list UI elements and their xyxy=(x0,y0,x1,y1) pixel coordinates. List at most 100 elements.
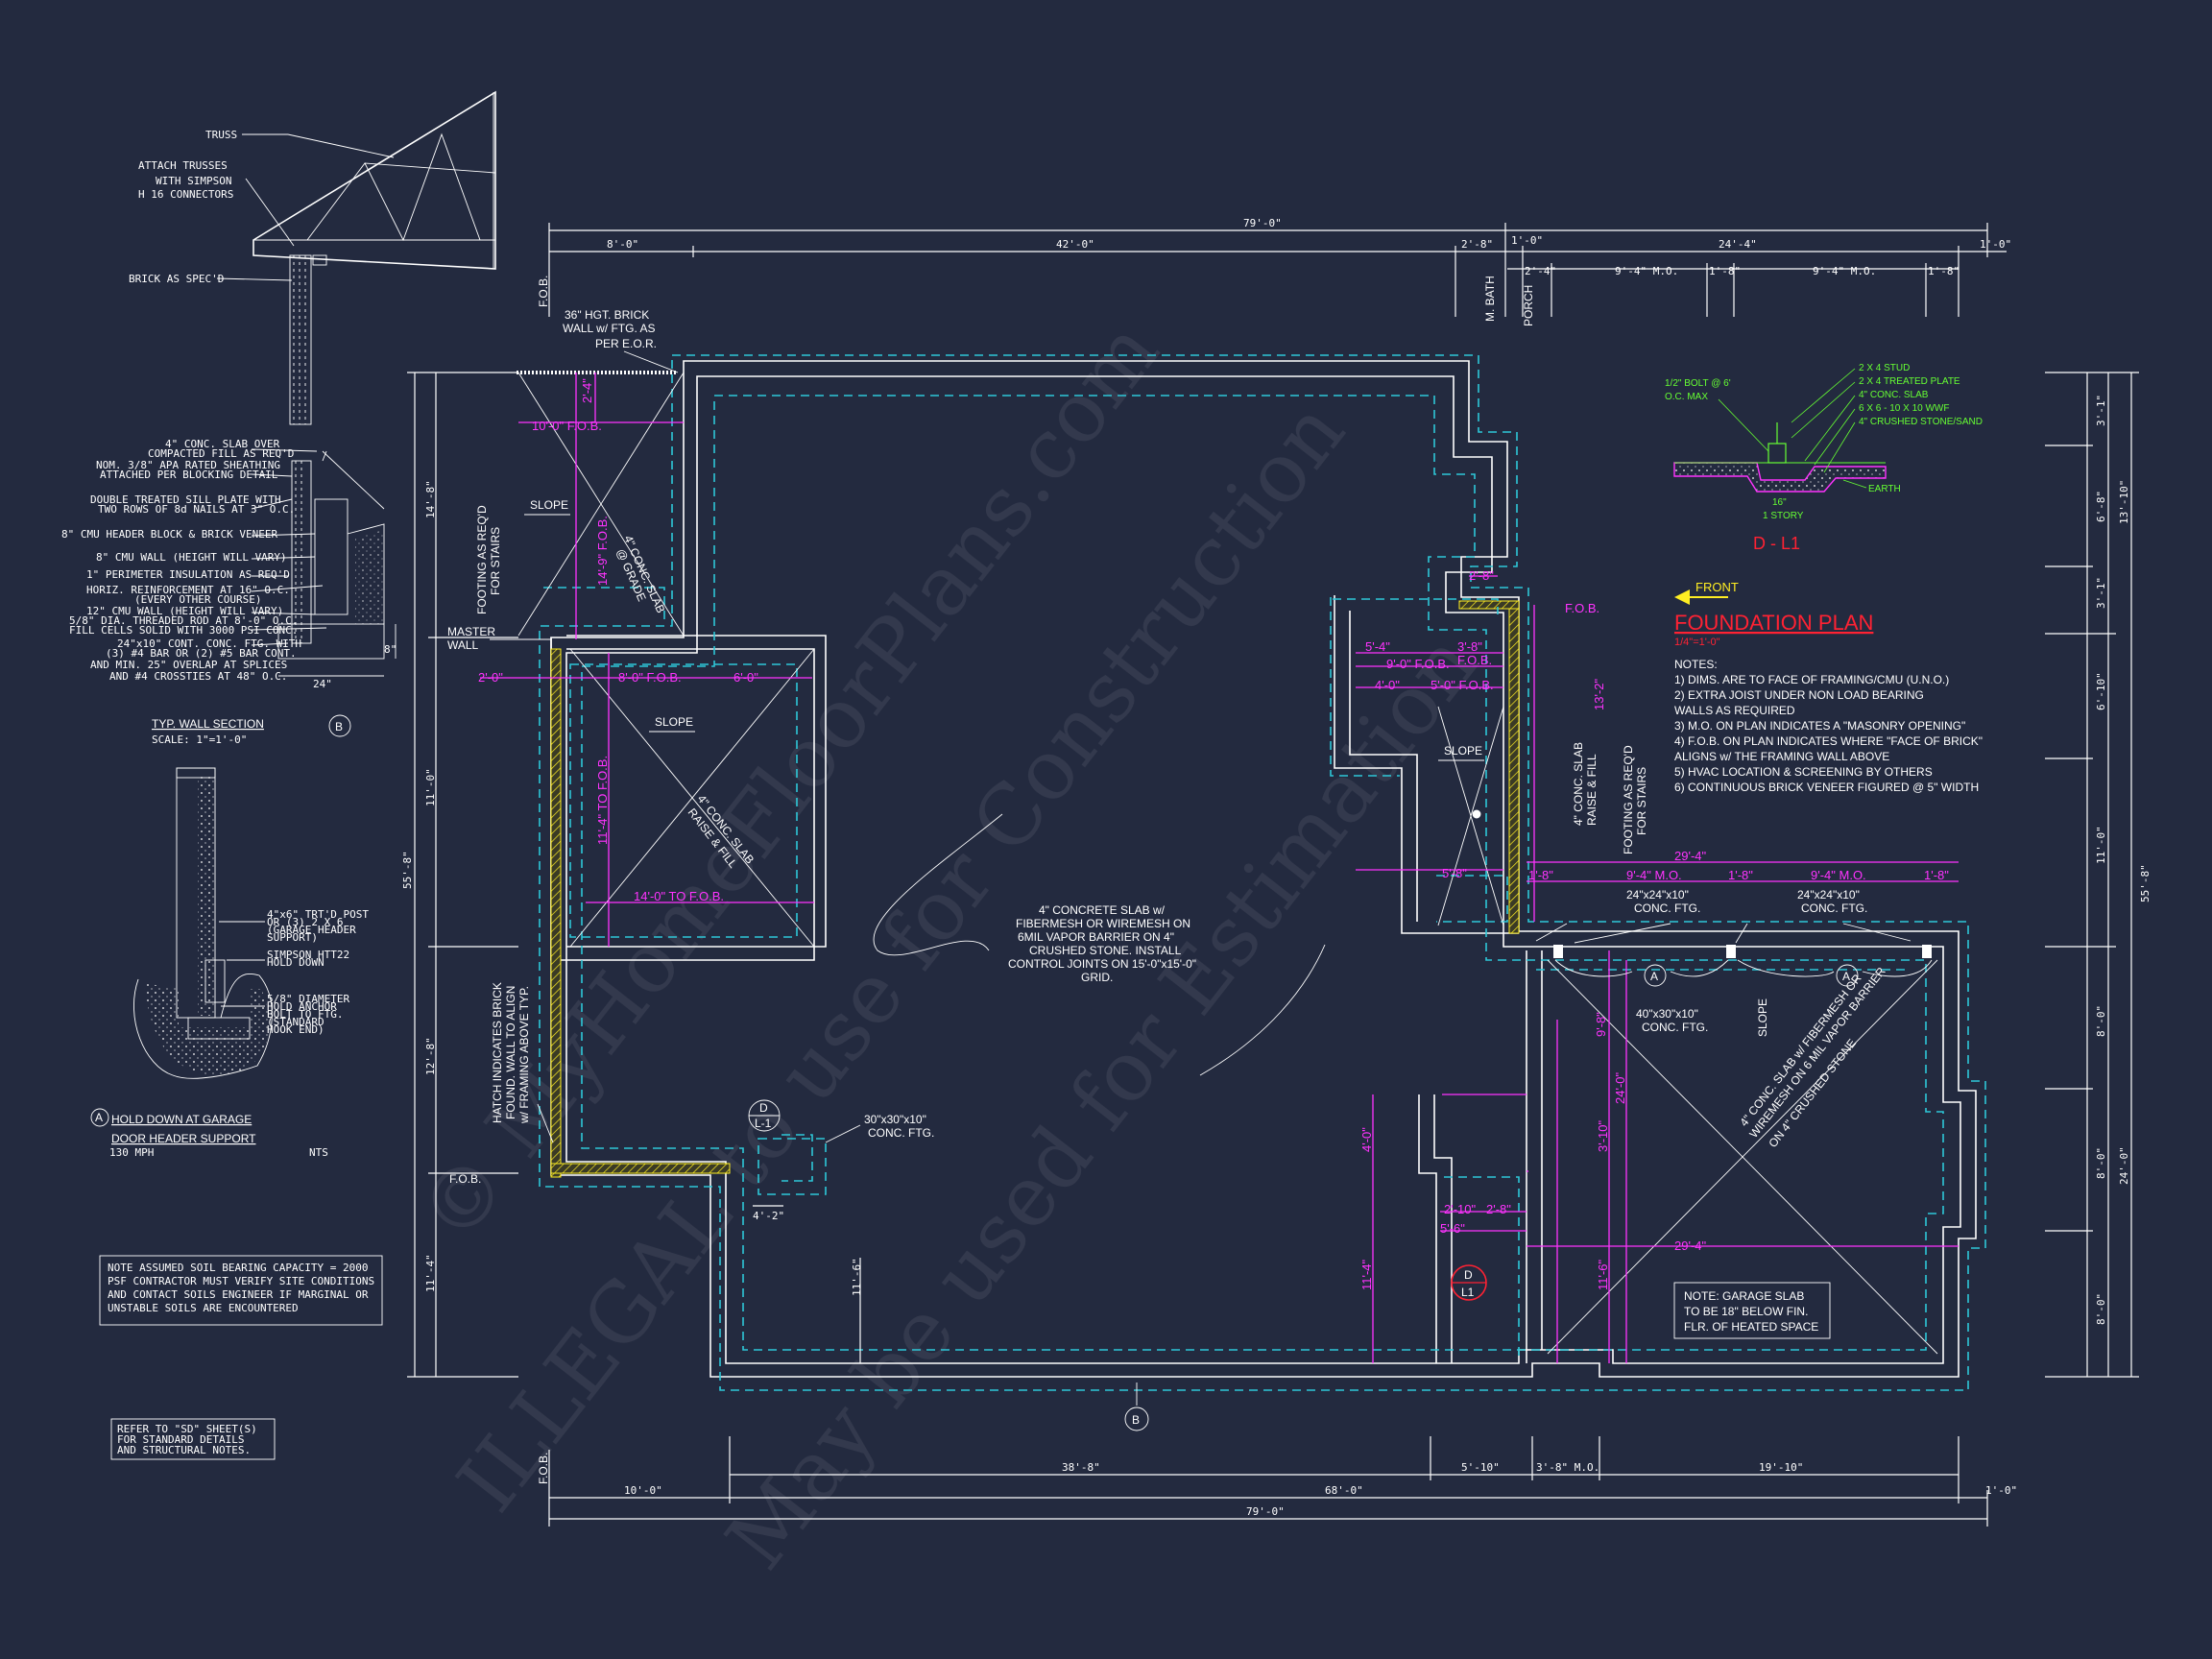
bottom-overall-dim: 79'-0" xyxy=(1246,1505,1285,1518)
note-8: 6) CONTINUOUS BRICK VENEER FIGURED @ 5" … xyxy=(1674,781,1979,794)
fob-top-label: F.O.B. xyxy=(537,276,550,307)
footing-stairs-3: FOOTING AS REQ'D xyxy=(1622,745,1635,854)
svg-text:NOM. 3/8" APA RATED SHEATHING: NOM. 3/8" APA RATED SHEATHING xyxy=(96,459,280,471)
slope-label-2: SLOPE xyxy=(655,715,693,729)
slope-label-1: SLOPE xyxy=(530,498,568,512)
svg-text:SUPPORT): SUPPORT) xyxy=(267,931,318,944)
slope-label-4: SLOPE xyxy=(1756,998,1769,1037)
footings xyxy=(539,354,1986,1391)
svg-text:F.O.B.: F.O.B. xyxy=(1457,653,1492,667)
svg-text:NTS: NTS xyxy=(309,1146,328,1159)
svg-text:(EVERY OTHER COURSE): (EVERY OTHER COURSE) xyxy=(134,593,261,606)
svg-text:HOOK END): HOOK END) xyxy=(267,1023,325,1036)
svg-text:11'-4" TO F.O.B.: 11'-4" TO F.O.B. xyxy=(595,756,610,845)
m-bath-label: M. BATH xyxy=(1483,276,1497,322)
right-dim-4: 13'-10" xyxy=(2118,480,2130,524)
svg-text:5'-4": 5'-4" xyxy=(1365,639,1390,654)
wall-section-title: TYP. WALL SECTION xyxy=(152,717,264,731)
top-dim-3: 2'-8" xyxy=(1461,238,1493,251)
svg-text:1 STORY: 1 STORY xyxy=(1763,511,1804,521)
svg-text:HOLD ANCHOR: HOLD ANCHOR xyxy=(267,1000,337,1013)
svg-text:5'-0" F.O.B.: 5'-0" F.O.B. xyxy=(1431,678,1494,692)
svg-text:O.C. MAX: O.C. MAX xyxy=(1665,392,1708,402)
svg-text:4'-0": 4'-0" xyxy=(1375,678,1400,692)
ftg-40-2: CONC. FTG. xyxy=(1642,1021,1708,1034)
ftg-30-1: 30"x30"x10" xyxy=(864,1113,926,1126)
svg-text:4'-0": 4'-0" xyxy=(1359,1127,1374,1152)
svg-text:11'-6": 11'-6" xyxy=(1596,1259,1610,1290)
svg-text:5'-8": 5'-8" xyxy=(1442,866,1467,880)
svg-text:8'-0" F.O.B.: 8'-0" F.O.B. xyxy=(618,670,682,685)
dl2-tag-top: D xyxy=(1464,1268,1473,1282)
top-sub-2: 9'-4" M.O. xyxy=(1615,265,1678,277)
right-dim-10: 24'-0" xyxy=(2118,1146,2130,1185)
svg-text:COMPACTED FILL AS REQ'D: COMPACTED FILL AS REQ'D xyxy=(148,447,294,460)
dl2-tag-bottom: L1 xyxy=(1461,1286,1475,1299)
svg-text:AND STRUCTURAL NOTES.: AND STRUCTURAL NOTES. xyxy=(117,1444,251,1456)
ftg-30-2: CONC. FTG. xyxy=(868,1126,934,1140)
note-1: 1) DIMS. ARE TO FACE OF FRAMING/CMU (U.N… xyxy=(1674,673,1949,686)
svg-text:2 X 4 STUD: 2 X 4 STUD xyxy=(1859,363,1910,373)
svg-text:3'-10": 3'-10" xyxy=(1596,1119,1610,1152)
svg-text:3'-8": 3'-8" xyxy=(1457,639,1482,654)
hold-down-tag: A xyxy=(95,1111,103,1124)
main-slab-note-1: 4" CONCRETE SLAB w/ xyxy=(1039,903,1166,917)
right-dim-1: 3'-1" xyxy=(2095,395,2107,426)
hatch-note-1: HATCH INDICATES BRICK xyxy=(491,982,504,1123)
svg-text:TWO ROWS OF 8d NAILS AT 3" O.C: TWO ROWS OF 8d NAILS AT 3" O.C. xyxy=(98,503,295,516)
right-overall-dim: 55'-8" xyxy=(2139,864,2152,902)
svg-text:4" CRUSHED STONE/SAND: 4" CRUSHED STONE/SAND xyxy=(1859,417,1983,427)
top-overall-dim: 79'-0" xyxy=(1243,217,1282,229)
porch-label: PORCH xyxy=(1522,285,1535,326)
bottom-sub-4: 19'-10" xyxy=(1759,1461,1803,1474)
svg-text:24"x10" CONT. CONC. FTG. WITH: 24"x10" CONT. CONC. FTG. WITH xyxy=(117,637,301,650)
left-dim-1: 14'-8" xyxy=(424,480,437,518)
svg-text:2'-0": 2'-0" xyxy=(478,670,503,685)
svg-text:HORIZ. REINFORCEMENT AT 16" O.: HORIZ. REINFORCEMENT AT 16" O.C. xyxy=(86,584,290,596)
section-tag-b: B xyxy=(1132,1413,1140,1427)
notes-heading: NOTES: xyxy=(1674,658,1718,671)
svg-text:10'-0" F.O.B.: 10'-0" F.O.B. xyxy=(532,419,602,433)
watermark: © MyHomeFloorPlans.com ILLEGAL to use fo… xyxy=(401,304,1496,1587)
svg-text:1" PERIMETER INSULATION AS REQ: 1" PERIMETER INSULATION AS REQ'D xyxy=(86,568,290,581)
svg-text:5/8" DIAMETER: 5/8" DIAMETER xyxy=(267,993,349,1005)
svg-text:24'-0": 24'-0" xyxy=(1613,1071,1627,1104)
bottom-sub-2: 5'-10" xyxy=(1461,1461,1500,1474)
conc-slab-raise-3: 4" CONC. SLAB xyxy=(1572,742,1585,826)
svg-text:SIMPSON HTT22: SIMPSON HTT22 xyxy=(267,949,349,961)
svg-text:8" CMU WALL (HEIGHT WILL VARY): 8" CMU WALL (HEIGHT WILL VARY) xyxy=(96,551,287,564)
svg-text:BOLT TO FTG.: BOLT TO FTG. xyxy=(267,1008,343,1021)
svg-text:AND MIN. 25" OVERLAP AT SPLICE: AND MIN. 25" OVERLAP AT SPLICES xyxy=(90,659,287,671)
top-sub-4: 9'-4" M.O. xyxy=(1813,265,1876,277)
top-dim-6: 1'-0" xyxy=(1980,238,2011,251)
bottom-dim-1: 10'-0" xyxy=(624,1484,662,1497)
svg-text:9'-0" F.O.B.: 9'-0" F.O.B. xyxy=(1386,657,1450,671)
note-4: 3) M.O. ON PLAN INDICATES A "MASONRY OPE… xyxy=(1674,719,1965,733)
dl-tag-top: D xyxy=(759,1101,768,1115)
stoop-detail-tag: D - L1 xyxy=(1753,534,1800,553)
outer-wall xyxy=(550,360,1977,1378)
svg-text:2'-8": 2'-8" xyxy=(1486,1202,1511,1216)
svg-text:OR (3) 2 X 6: OR (3) 2 X 6 xyxy=(267,916,343,928)
stoop-detail: 1/2" BOLT @ 6' O.C. MAX 2 X 4 STUD 2 X 4… xyxy=(1665,363,1983,553)
inner-wall xyxy=(565,375,1961,1364)
right-dim-8: 8'-0" xyxy=(2095,1147,2107,1179)
svg-text:1/2" BOLT @ 6': 1/2" BOLT @ 6' xyxy=(1665,378,1731,389)
right-dim-3: 3'-1" xyxy=(2095,577,2107,609)
svg-text:5/8" DIA. THREADED ROD AT 8'-0: 5/8" DIA. THREADED ROD AT 8'-0" O.C. xyxy=(69,614,298,627)
hatch-note-2: FOUND. WALL TO ALIGN xyxy=(504,986,517,1119)
svg-text:29'-4": 29'-4" xyxy=(1674,849,1707,863)
hold-down-title-2: DOOR HEADER SUPPORT xyxy=(111,1132,256,1145)
brick-wall-note-2: WALL w/ FTG. AS xyxy=(563,322,655,335)
svg-text:130 MPH: 130 MPH xyxy=(109,1146,154,1159)
svg-text:ATTACH TRUSSES: ATTACH TRUSSES xyxy=(138,159,228,172)
right-dim-5: 6'-10" xyxy=(2095,672,2107,710)
master-wall-1: MASTER xyxy=(447,625,495,638)
svg-text:14'-0" TO F.O.B.: 14'-0" TO F.O.B. xyxy=(634,889,724,903)
left-overall-dim: 55'-8" xyxy=(401,851,414,889)
right-dim-9: 8'-0" xyxy=(2095,1293,2107,1325)
top-dimensions: 79'-0" 8'-0" 42'-0" 2'-8" 1'-0" 24'-4" 1… xyxy=(537,217,2011,326)
garage-note-3: FLR. OF HEATED SPACE xyxy=(1684,1320,1818,1334)
ftg-24-b2: CONC. FTG. xyxy=(1801,902,1867,915)
